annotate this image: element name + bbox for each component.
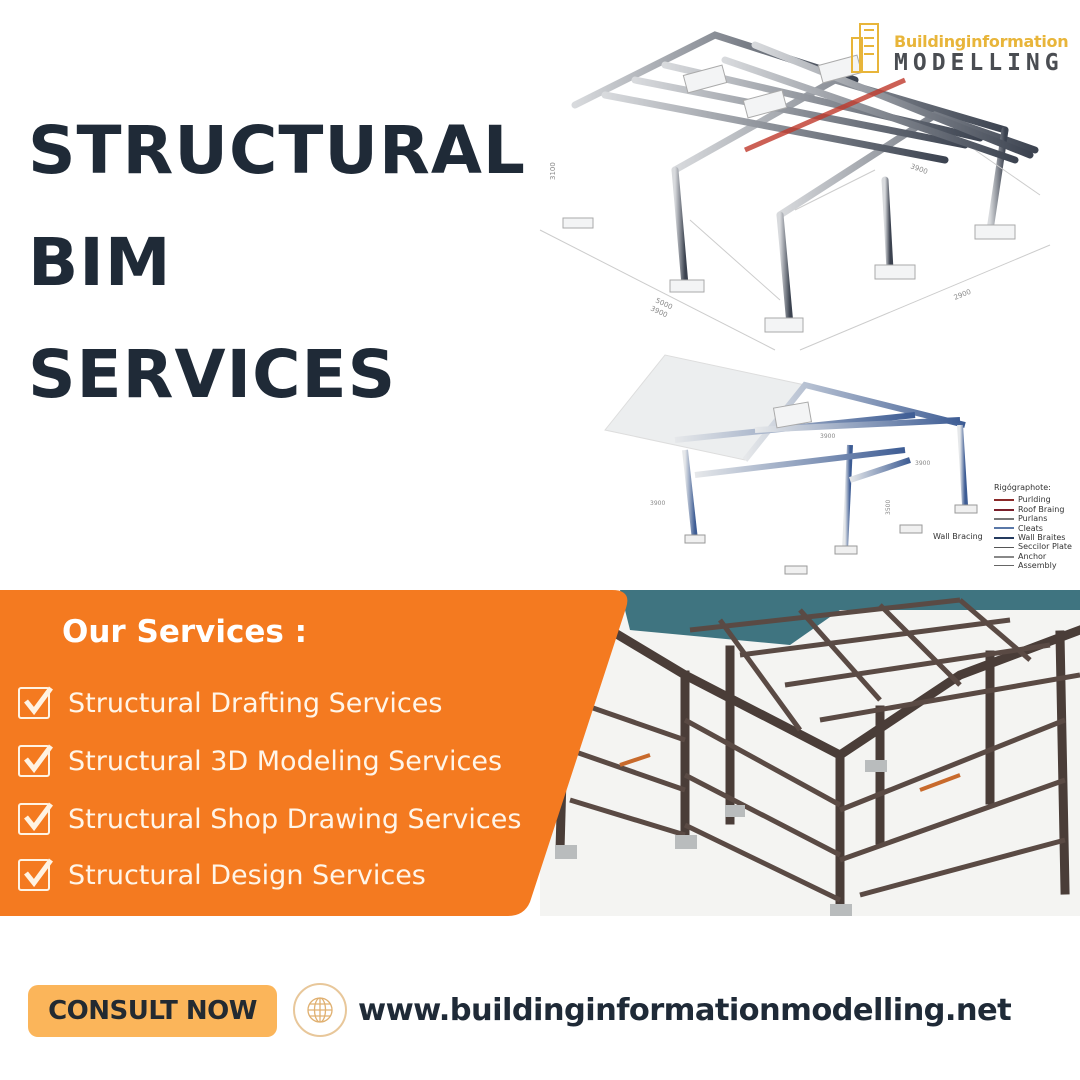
service-item: Structural Shop Drawing Services bbox=[18, 802, 522, 835]
service-item: Structural Drafting Services bbox=[18, 686, 443, 719]
checkbox-icon bbox=[18, 858, 53, 891]
globe-icon bbox=[293, 983, 347, 1037]
service-label: Structural Shop Drawing Services bbox=[68, 803, 522, 835]
company-logo: Buildinginformation MODELLING bbox=[848, 18, 1069, 78]
wall-bracing-callout: Wall Bracing bbox=[933, 532, 983, 541]
dimension-label: 3900 bbox=[915, 460, 930, 467]
logo-line2: MODELLING bbox=[894, 50, 1064, 76]
title-line: SERVICES bbox=[28, 336, 397, 413]
checkbox-icon bbox=[18, 744, 53, 777]
website-link[interactable]: www.buildinginformationmodelling.net bbox=[358, 993, 1012, 1028]
dimension-label: 3100 bbox=[549, 162, 557, 180]
consult-now-button[interactable]: CONSULT NOW bbox=[28, 985, 277, 1037]
page-title: STRUCTURAL BIM SERVICES bbox=[28, 95, 526, 431]
steel-frame-render bbox=[540, 590, 1080, 916]
title-line: BIM bbox=[28, 224, 172, 301]
legend-item: Purlding bbox=[994, 495, 1072, 504]
service-item: Structural 3D Modeling Services bbox=[18, 744, 503, 777]
service-item: Structural Design Services bbox=[18, 858, 426, 891]
legend-item: Cleats bbox=[994, 524, 1072, 533]
service-label: Structural Drafting Services bbox=[68, 687, 443, 719]
dimension-label: 3900 bbox=[650, 500, 665, 507]
checkbox-icon bbox=[18, 802, 53, 835]
framed-building-drawing: 3900 3900 3500 3900 bbox=[604, 354, 978, 575]
building-logo-icon bbox=[851, 23, 879, 73]
title-line: STRUCTURAL bbox=[28, 112, 526, 189]
logo-line1: Buildinginformation bbox=[894, 32, 1069, 51]
legend-item: Seccilor Plate bbox=[994, 542, 1072, 551]
legend-title: Rigógraphote: bbox=[994, 483, 1051, 492]
legend-item: Wall Braites bbox=[994, 533, 1072, 542]
services-panel-background bbox=[0, 590, 628, 916]
checkbox-icon bbox=[18, 686, 53, 719]
dimension-label: 3900 bbox=[909, 162, 928, 176]
legend-item: Purlans bbox=[994, 514, 1072, 523]
legend-item: Assembly bbox=[994, 561, 1072, 570]
service-label: Structural Design Services bbox=[68, 859, 426, 891]
legend-item: Roof Braing bbox=[994, 505, 1072, 514]
legend-item: Anchor bbox=[994, 552, 1072, 561]
services-heading: Our Services : bbox=[62, 614, 308, 650]
dimension-label: 2900 bbox=[953, 288, 973, 302]
dimension-label: 3900 bbox=[820, 433, 835, 440]
portal-frame-drawing: 3900 2900 5000 3900 3100 bbox=[539, 31, 1051, 351]
dimension-label: 3500 bbox=[885, 500, 892, 515]
service-label: Structural 3D Modeling Services bbox=[68, 745, 503, 777]
drawing-legend: Rigógraphote: Purlding Roof Braing Purla… bbox=[994, 483, 1072, 571]
